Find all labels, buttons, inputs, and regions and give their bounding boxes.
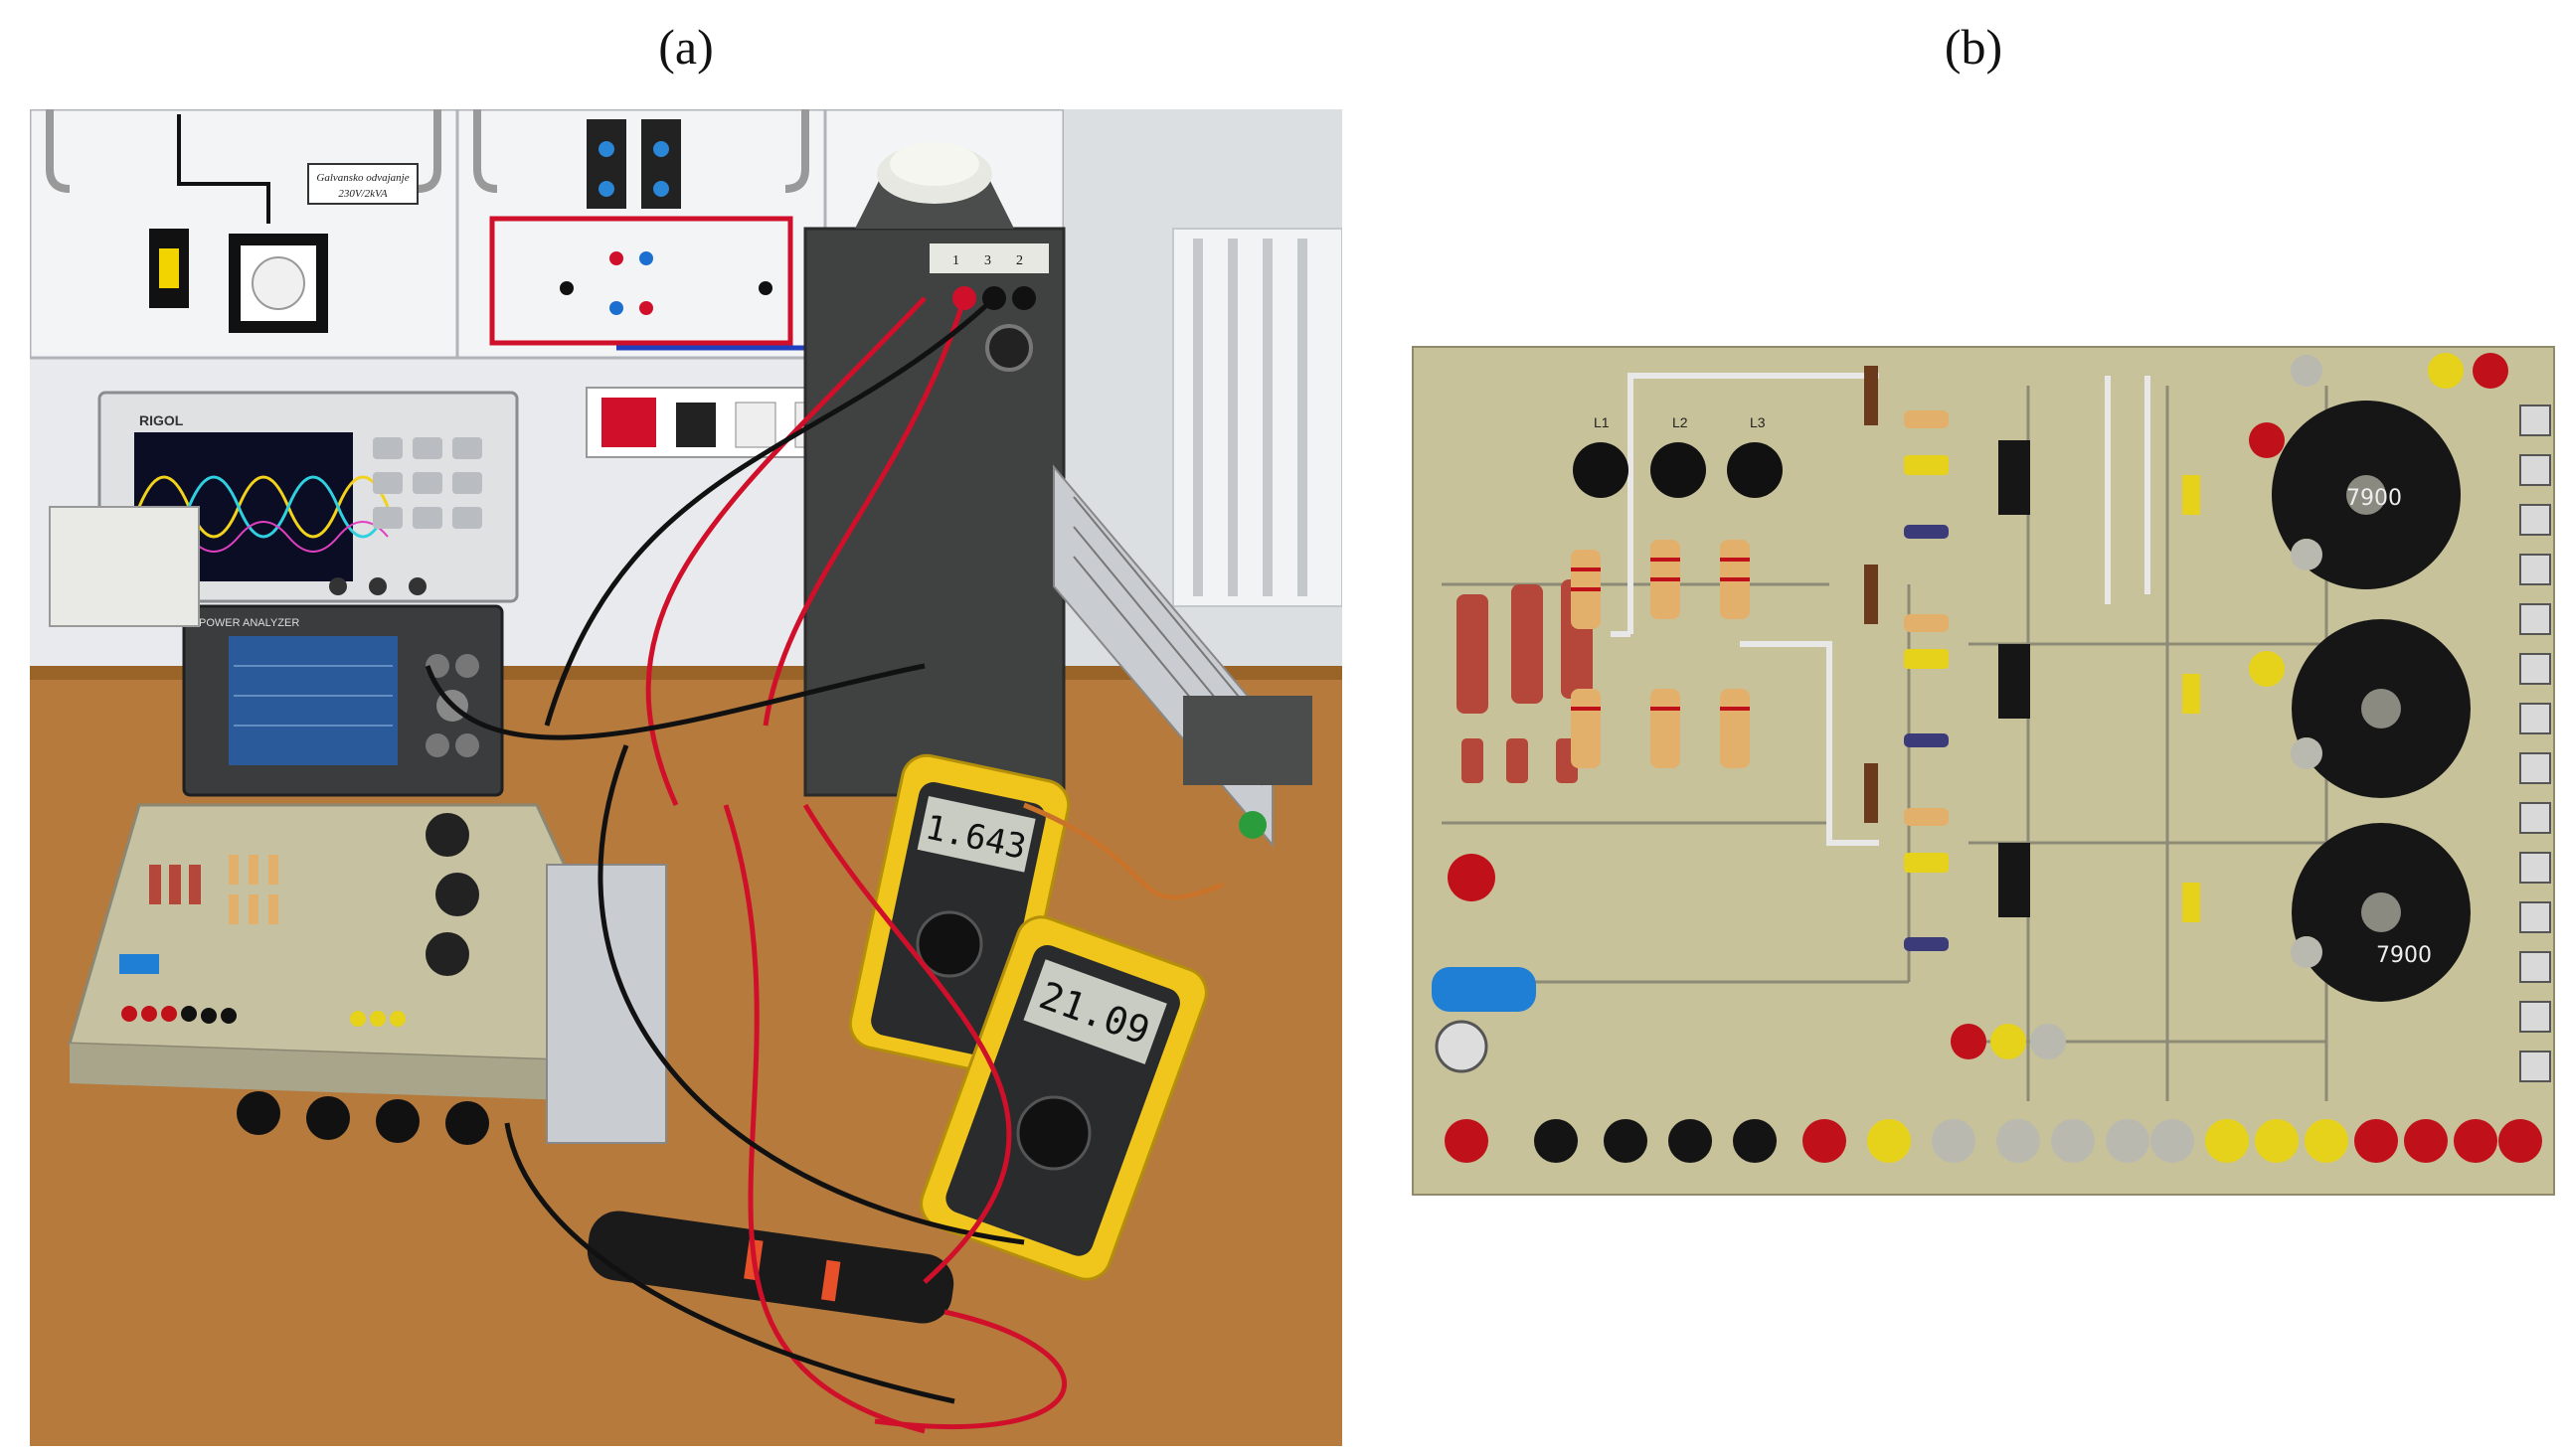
power-analyzer: POWER ANALYZER — [182, 604, 504, 797]
toroid-label-bottom: 7900 — [2376, 943, 2432, 968]
integrated-circuits — [1998, 440, 2030, 917]
lab-setup-illustration: Galvansko odvajanje 230V/2kVA 1 3 2 — [30, 109, 1342, 1446]
phase-label-l2: L2 — [1672, 414, 1688, 430]
bottom-terminal-row — [1445, 1119, 2542, 1163]
cabinet-sign-line1: Galvansko odvajanje — [316, 172, 409, 184]
panel-b-caption: (b) — [1944, 19, 2003, 75]
wiring-diagram-frame — [489, 216, 793, 346]
potentiometer — [1435, 1020, 1488, 1073]
electrolytic-capacitor — [1432, 967, 1536, 1012]
power-analyzer-label: POWER ANALYZER — [199, 617, 299, 629]
multimeter-2: 21.09 — [920, 915, 1208, 1281]
multimeter-1-display — [917, 795, 1036, 873]
resistor-load-rack — [1053, 464, 1312, 848]
small-supply-box — [49, 506, 200, 627]
measurement-cables — [425, 296, 1224, 1434]
phase-label-l3: L3 — [1750, 414, 1766, 430]
radiator — [1172, 228, 1342, 607]
terminal-left-red — [1448, 854, 1495, 901]
transformer-terminal-1: 1 — [952, 253, 959, 268]
cabinet-sign — [307, 163, 419, 205]
pcb-illustration: L1 L2 L3 7900 7900 — [1412, 346, 2555, 1196]
panel-b-pcb-photo: L1 L2 L3 7900 7900 — [1412, 346, 2555, 1196]
power-analyzer-screen — [229, 636, 398, 765]
oscilloscope-brand: RIGOL — [139, 412, 184, 428]
phase-label-l1: L1 — [1594, 414, 1610, 430]
wall-socket — [252, 256, 305, 310]
perforated-board — [546, 864, 667, 1144]
fuse-holders — [1573, 442, 1783, 498]
panel-a-caption: (a) — [658, 19, 714, 75]
edge-connectors — [2519, 404, 2551, 1082]
cabinet-sign-line2: 230V/2kVA — [338, 188, 388, 200]
toroidal-transformers — [2272, 401, 2471, 1002]
transformer-terminal-2: 2 — [1016, 253, 1023, 268]
toroid-label-top: 7900 — [2346, 486, 2402, 511]
multimeter-2-display — [1023, 959, 1167, 1064]
variable-transformer: 1 3 2 — [803, 142, 1066, 797]
transformer-terminal-3: 3 — [984, 253, 991, 268]
panel-a-lab-setup-photo: Galvansko odvajanje 230V/2kVA 1 3 2 — [30, 109, 1342, 1446]
test-board — [68, 803, 659, 1145]
